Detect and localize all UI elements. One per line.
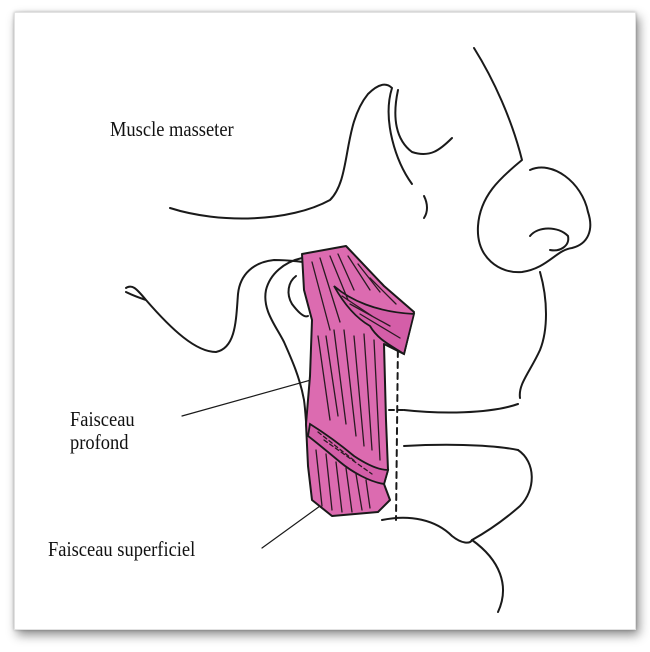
condyle-outline: [264, 257, 309, 441]
mandible-dashed-line: [395, 339, 399, 521]
label-faisceau-profond-line1: Faisceau: [70, 407, 135, 431]
masseter-muscle: [301, 245, 416, 517]
chin-outline: [471, 449, 533, 613]
leader-line-superficiel: [261, 505, 321, 549]
nose-outline: [473, 47, 592, 274]
deep-bundle: [333, 285, 416, 356]
upper-lip-outline: [518, 271, 547, 399]
label-faisceau-superficiel: Faisceau superficiel: [48, 537, 196, 561]
orbit-outline: [394, 89, 453, 156]
label-muscle-masseter: Muscle masseter: [110, 117, 234, 141]
mouth-line: [403, 403, 519, 414]
zygomatic-arch-outline: [169, 83, 413, 220]
ear-outline: [125, 259, 319, 353]
condyle-inner: [287, 275, 309, 318]
lower-mouth-line: [403, 443, 519, 451]
label-faisceau-profond-line2: profond: [70, 430, 129, 455]
leader-line-profond: [181, 377, 319, 417]
nostril-outline: [529, 227, 570, 252]
mandible-lower-line: [381, 516, 473, 544]
superficial-cut-edge: [307, 422, 390, 486]
orbit-mark: [423, 195, 428, 219]
label-faisceau-profond: Faisceau profond: [70, 407, 135, 455]
